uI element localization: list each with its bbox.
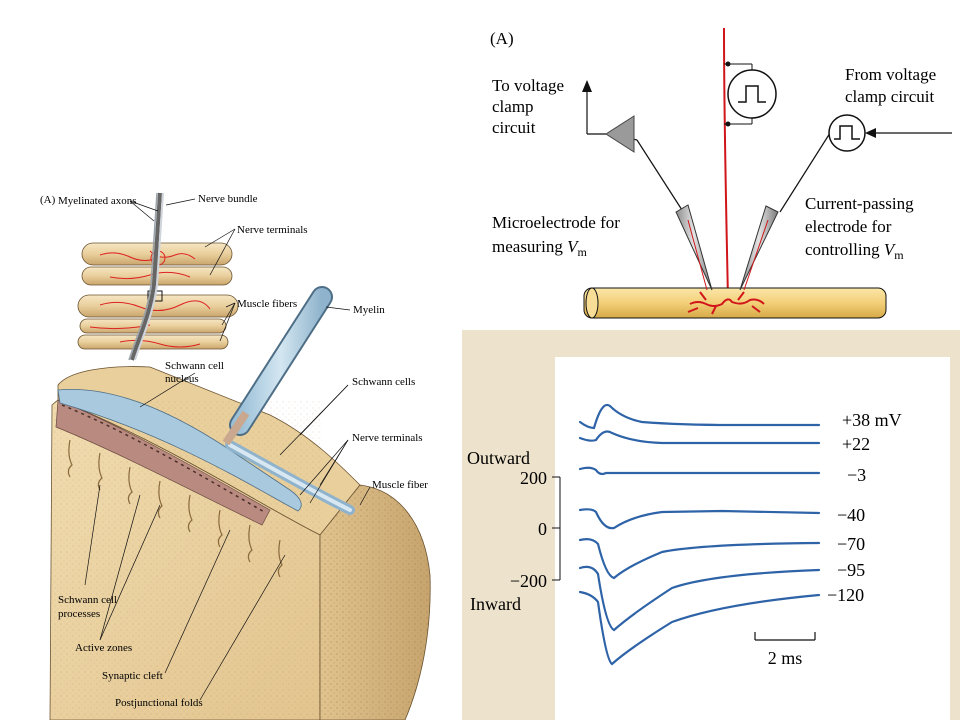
amplifier-triangle: [582, 80, 635, 153]
clamp-current-source: [828, 114, 952, 152]
y-axis: [552, 476, 561, 581]
from-circuit-label: From voltage clamp circuit: [845, 65, 940, 106]
top-leaders: [129, 198, 236, 342]
clamp-panel-letter: (A): [490, 29, 514, 48]
label-myelin: Myelin: [353, 304, 385, 316]
nmj-illustration-svg: (A) Myelinated axons Nerve bundle Nerve …: [40, 192, 431, 721]
trace-label-minus-120: −120: [827, 585, 864, 605]
tick-label-0: 0: [538, 519, 547, 539]
up-arrow-icon: [582, 80, 592, 92]
current-passing-electrode: [739, 132, 831, 291]
trace-label-minus-3: −3: [847, 465, 866, 485]
nerve-fiber: [723, 27, 729, 301]
trace-label-minus-40: −40: [837, 505, 865, 525]
label-muscle-fiber: Muscle fiber: [372, 479, 428, 491]
label-nerve-terminals: Nerve terminals: [352, 432, 423, 444]
measuring-electrode: [611, 133, 713, 291]
trace-minus-3: [578, 466, 821, 476]
label-schwann-processes-2: processes: [58, 608, 100, 620]
voltage-clamp-svg: (A): [490, 27, 952, 319]
plot-area: [555, 357, 950, 720]
to-circuit-label: To voltage clamp circuit: [492, 76, 568, 137]
label-muscle-fibers: Muscle fibers: [237, 298, 297, 310]
muscle-block: [49, 366, 431, 721]
trace-label-plus-22: +22: [842, 434, 870, 454]
nerve-bundle-group: [128, 192, 164, 361]
trace-minus-95: [578, 565, 821, 632]
stimulus-generator: [724, 61, 777, 127]
trace-plus-22: [578, 430, 821, 445]
trace-minus-120: [578, 590, 821, 666]
label-schwann-processes-1: Schwann cell: [58, 594, 117, 606]
left-arrow-icon: [865, 128, 876, 138]
trace-plus-38: [578, 403, 821, 430]
trace-minus-40: [578, 508, 821, 530]
inward-label: Inward: [470, 594, 521, 614]
current-electrode-label: Current-passing electrode for controllin…: [805, 194, 918, 262]
current-traces-svg: Outward 200 0 −200 Inward +38 mV +22 −3 …: [467, 357, 950, 720]
main-leaders: [84, 306, 371, 701]
panel-letter: (A): [40, 194, 56, 206]
label-nerve-bundle: Nerve bundle: [198, 193, 258, 205]
microelectrode-label: Microelectrode for measuring Vm: [492, 213, 624, 259]
label-schwann-nucleus-2: nucleus: [165, 373, 199, 385]
axon-cylinder: [583, 287, 887, 319]
label-postjunctional-folds: Postjunctional folds: [115, 697, 203, 709]
trace-label-minus-70: −70: [837, 534, 865, 554]
label-nerve-terminals-top: Nerve terminals: [237, 224, 308, 236]
nmj-illustration: (A) Myelinated axons Nerve bundle Nerve …: [30, 185, 460, 721]
current-traces-panel: Outward 200 0 −200 Inward +38 mV +22 −3 …: [462, 330, 960, 720]
trace-label-minus-95: −95: [837, 560, 865, 580]
scale-bar-label: 2 ms: [768, 648, 803, 668]
label-synaptic-cleft: Synaptic cleft: [102, 670, 163, 682]
label-myelinated-axons: Myelinated axons: [58, 195, 137, 207]
label-active-zones: Active zones: [75, 642, 132, 654]
tick-label-200: 200: [520, 468, 547, 488]
label-schwann-nucleus-1: Schwann cell: [165, 360, 224, 372]
trace-group: [578, 403, 821, 666]
trace-labels: +38 mV +22 −3 −40 −70 −95 −120: [827, 410, 902, 605]
voltage-clamp-diagram: (A): [462, 0, 960, 330]
time-scale-bar: [754, 632, 816, 641]
tick-label-minus-200: −200: [510, 571, 547, 591]
label-schwann-cells: Schwann cells: [352, 376, 415, 388]
trace-label-plus-38: +38 mV: [842, 410, 902, 430]
myelinated-axon: [222, 286, 333, 446]
trace-minus-70: [578, 538, 821, 580]
outward-label: Outward: [467, 448, 530, 468]
